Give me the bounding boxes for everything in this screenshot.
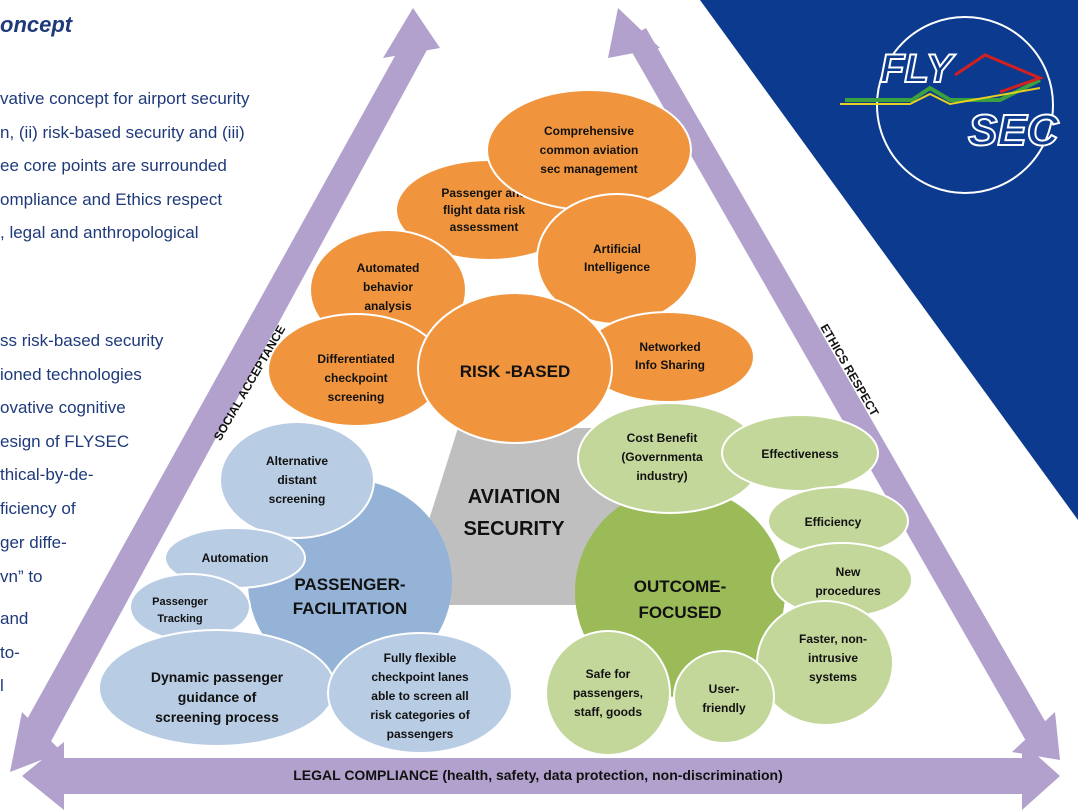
risk-based-cluster: Passenger and flight data risk assessmen… — [267, 89, 755, 444]
flexible-line3: able to screen all — [371, 689, 468, 703]
new-procedures-line1: New — [836, 565, 861, 579]
cost-benefit-line3: industry) — [636, 469, 687, 483]
alternative-line2: distant — [277, 473, 316, 487]
flexible-line1: Fully flexible — [384, 651, 457, 665]
triangle-frame — [10, 8, 1060, 810]
differentiated-line1: Differentiated — [317, 352, 394, 366]
body-text-line: ger diffe- — [0, 533, 67, 552]
networked-line1: Networked — [639, 340, 700, 354]
aviation-security-label-line2: SECURITY — [463, 518, 565, 540]
behavior-line3: analysis — [364, 299, 412, 313]
dynamic-line3: screening process — [155, 709, 279, 725]
comprehensive-line1: Comprehensive — [544, 124, 634, 138]
efficiency-label: Efficiency — [805, 515, 862, 529]
right-arrow-band — [625, 28, 1053, 748]
body-text-line: ss risk-based security — [0, 331, 164, 350]
logo-top-text: FLY — [880, 47, 956, 91]
body-text-line: ee core points are surrounded — [0, 156, 227, 175]
safe-line2: passengers, — [573, 686, 643, 700]
logo-swoosh-yellow — [840, 87, 1041, 106]
alternative-bubble — [219, 421, 375, 539]
ai-line1: Artificial — [593, 242, 641, 256]
faster-line3: systems — [809, 670, 857, 684]
differentiated-line2: checkpoint — [324, 371, 387, 385]
navy-corner-band — [700, 0, 1078, 520]
flexible-line2: checkpoint lanes — [371, 670, 469, 684]
tracking-line1: Passenger — [152, 596, 208, 608]
automation-line1: Automation — [202, 551, 269, 565]
behavior-line1: Automated — [357, 261, 420, 275]
right-arrow-head-top — [608, 8, 660, 58]
comprehensive-line2: common aviation — [540, 143, 639, 157]
outcome-focused-line1: OUTCOME- — [634, 577, 727, 596]
body-text-line: vn” to — [0, 567, 43, 586]
body-text-line: ioned technologies — [0, 365, 142, 384]
faster-line2: intrusive — [808, 651, 858, 665]
dynamic-bubble — [98, 629, 336, 747]
body-text-line: to- — [0, 643, 20, 662]
faster-line1: Faster, non- — [799, 632, 867, 646]
passenger-data-line2: flight data risk — [443, 203, 525, 217]
new-procedures-line2: procedures — [815, 584, 881, 598]
effectiveness-bubble — [721, 414, 879, 492]
logo-bottom-text: SEC — [968, 106, 1060, 155]
body-text-line: l — [0, 676, 4, 695]
passenger-data-line3: assessment — [450, 220, 519, 234]
differentiated-line3: screening — [328, 390, 385, 404]
dynamic-line2: guidance of — [178, 689, 257, 705]
flysec-logo: FLY SEC — [840, 16, 1061, 194]
alternative-line3: screening — [269, 492, 326, 506]
flexible-line4: risk categories of — [370, 708, 470, 722]
alternative-line1: Alternative — [266, 454, 328, 468]
passenger-facilitation-line2: FACILITATION — [293, 599, 408, 618]
bottom-arrow-head-right — [1022, 742, 1060, 810]
cost-benefit-line2: (Governmenta — [621, 450, 703, 464]
body-text-line: n, (ii) risk-based security and (iii) — [0, 123, 245, 142]
logo-swoosh-red — [954, 53, 1045, 94]
safe-line3: staff, goods — [574, 705, 642, 719]
logo-swoosh-green — [845, 78, 1041, 102]
body-text-line: esign of FLYSEC — [0, 432, 130, 451]
passenger-data-line1: Passenger and — [441, 186, 526, 200]
section-heading: oncept — [0, 12, 73, 37]
risk-based-main-label: RISK -BASED — [460, 362, 571, 381]
behavior-line2: behavior — [363, 280, 413, 294]
risk-based-main-bubble — [417, 292, 613, 444]
bottom-arrow-head-left — [22, 742, 64, 810]
left-arrow-head-top — [383, 8, 440, 58]
ai-line2: Intelligence — [584, 260, 650, 274]
body-text-line: thical-by-de- — [0, 465, 94, 484]
networked-line2: Info Sharing — [635, 358, 705, 372]
legal-compliance-label: LEGAL COMPLIANCE (health, safety, data p… — [293, 767, 783, 783]
tracking-line2: Tracking — [157, 613, 202, 625]
user-friendly-line1: User- — [709, 682, 740, 696]
outcome-focused-cluster: OUTCOME- FOCUSED Cost Benefit (Governmen… — [545, 402, 913, 756]
body-text-line: ompliance and Ethics respect — [0, 190, 223, 209]
body-text-line: and — [0, 609, 29, 628]
cost-benefit-line1: Cost Benefit — [627, 431, 698, 445]
flexible-bubble — [327, 632, 513, 754]
outcome-focused-line2: FOCUSED — [638, 603, 721, 622]
passenger-facilitation-line1: PASSENGER- — [294, 575, 405, 594]
user-friendly-line2: friendly — [702, 701, 746, 715]
left-arrow-band — [20, 36, 428, 756]
comprehensive-line3: sec management — [540, 162, 637, 176]
dynamic-line1: Dynamic passenger — [151, 669, 284, 685]
bottom-arrow-band — [62, 758, 1024, 794]
user-friendly-bubble — [673, 650, 775, 744]
flexible-line5: passengers — [387, 727, 454, 741]
aviation-security-label-line1: AVIATION — [468, 486, 561, 508]
body-text-line: , legal and anthropological — [0, 223, 199, 242]
passenger-facilitation-cluster: PASSENGER- FACILITATION Alternative dist… — [98, 421, 513, 754]
body-text-line: vative concept for airport security — [0, 89, 250, 108]
body-text-line: ovative cognitive — [0, 398, 126, 417]
safe-bubble — [545, 630, 671, 756]
body-text-line: ficiency of — [0, 499, 76, 518]
safe-line1: Safe for — [586, 667, 631, 681]
effectiveness-label: Effectiveness — [761, 447, 839, 461]
